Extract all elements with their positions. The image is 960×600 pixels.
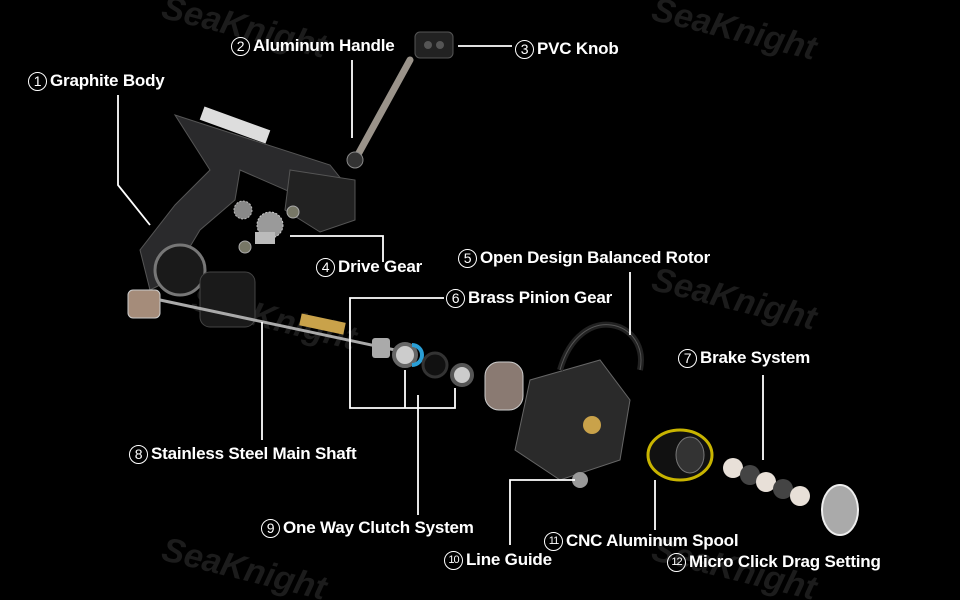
number-badge: 5 <box>458 248 477 268</box>
label-text: Micro Click Drag Setting <box>689 552 881 571</box>
number-badge: 10 <box>444 550 463 570</box>
brass-pinion-gear <box>299 313 346 335</box>
number-badge: 1 <box>28 71 47 91</box>
label-text: CNC Aluminum Spool <box>566 531 739 550</box>
number-badge: 4 <box>316 257 335 277</box>
balanced-rotor <box>514 321 644 488</box>
number-badge: 3 <box>515 39 534 59</box>
number-badge: 11 <box>544 531 563 551</box>
label-text: Stainless Steel Main Shaft <box>151 444 357 463</box>
drag-washers <box>723 458 859 536</box>
graphite-body <box>139 106 356 297</box>
label-text: Drive Gear <box>338 257 422 276</box>
label-text: Line Guide <box>466 550 552 569</box>
label-text: Aluminum Handle <box>253 36 395 55</box>
cnc-spool <box>646 428 714 482</box>
number-badge: 8 <box>129 444 148 464</box>
number-badge: 2 <box>231 36 250 56</box>
one-way-clutch <box>372 338 524 411</box>
number-badge: 6 <box>446 288 465 308</box>
number-badge: 9 <box>261 518 280 538</box>
number-badge: 7 <box>678 348 697 368</box>
rotor-housing <box>127 271 256 328</box>
aluminum-handle <box>346 31 454 169</box>
drive-gear <box>233 200 300 254</box>
label-text: One Way Clutch System <box>283 518 474 537</box>
number-badge: 12 <box>667 552 686 572</box>
main-shaft <box>159 298 396 352</box>
label-text: Brake System <box>700 348 811 367</box>
label-text: PVC Knob <box>537 39 619 58</box>
leader-lines <box>117 45 764 545</box>
label-text: Brass Pinion Gear <box>468 288 612 307</box>
label-text: Graphite Body <box>50 71 165 90</box>
label-text: Open Design Balanced Rotor <box>480 248 711 267</box>
